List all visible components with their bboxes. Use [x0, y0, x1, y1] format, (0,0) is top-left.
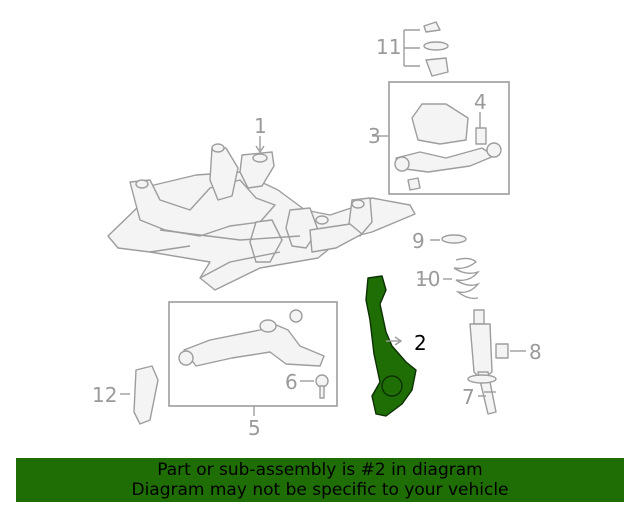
upper-control-arm-part-3	[394, 103, 502, 191]
lower-arm-frame	[168, 301, 338, 407]
ball-joint-part-6	[300, 374, 329, 399]
callout-8: 8	[529, 340, 542, 364]
part-info-banner: Part or sub-assembly is #2 in diagram Di…	[16, 458, 624, 502]
callout-3: 3	[368, 124, 381, 148]
callout-6: 6	[285, 370, 298, 394]
callout-4: 4	[474, 90, 487, 114]
steering-knuckle-part-2	[365, 275, 417, 417]
lower-control-arm-part-5	[178, 309, 325, 367]
callout-11: 11	[376, 35, 402, 59]
crossmember-part-1	[107, 143, 416, 291]
ball-joint-part-4	[475, 112, 487, 145]
coil-spring-part-10	[443, 257, 481, 300]
callout-12: 12	[92, 383, 118, 407]
callout-1: 1	[254, 114, 267, 138]
callout-9: 9	[412, 229, 425, 253]
strut-part-7	[467, 309, 497, 415]
isolator-part-9	[430, 234, 467, 244]
banner-line-1: Part or sub-assembly is #2 in diagram	[157, 460, 483, 480]
bushing-part-8	[495, 343, 526, 359]
callout-7: 7	[462, 385, 475, 409]
callout-10: 10	[415, 267, 441, 291]
upper-arm-frame	[388, 81, 510, 195]
callout-2: 2	[414, 331, 427, 355]
banner-line-2: Diagram may not be specific to your vehi…	[131, 480, 509, 500]
bracket-part-12	[120, 365, 159, 425]
strut-mount-part-11	[403, 21, 449, 77]
callout-5: 5	[248, 416, 261, 440]
